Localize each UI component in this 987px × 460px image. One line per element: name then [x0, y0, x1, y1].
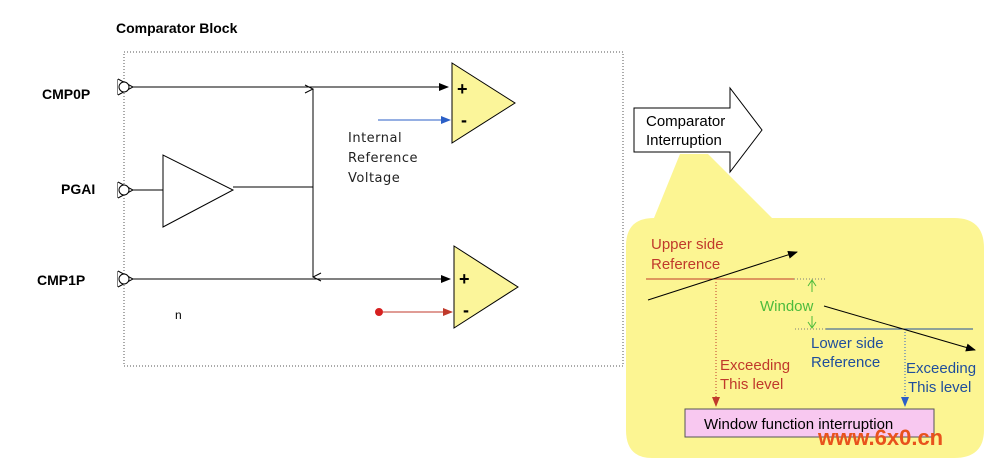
internal-reference-line-3: Voltage [348, 171, 400, 186]
pin-pgai-icon [117, 181, 135, 199]
comparator-interruption-arrow [633, 86, 763, 174]
window-interruption-label: Window function interruption [704, 416, 893, 433]
interruption-line-2: Interruption [646, 132, 722, 149]
lower-ref-line-1: Lower side [811, 335, 884, 352]
window-label: Window [760, 298, 814, 315]
pin-cmp1p-icon [117, 270, 135, 288]
red-reference-dot-icon [375, 308, 383, 316]
block-title: Comparator Block [116, 20, 238, 36]
internal-reference-line-1: Internal [348, 131, 402, 146]
exceed-right-line-2: This level [908, 379, 971, 396]
upper-comparator [451, 62, 516, 144]
upper-ref-line-2: Reference [651, 256, 720, 273]
falling-signal-arrow [823, 305, 976, 352]
rising-signal-arrow [647, 250, 798, 301]
lower-comparator-minus: - [463, 300, 469, 320]
internal-reference-line-2: Reference [348, 151, 418, 166]
lower-comparator [453, 245, 519, 329]
exceed-right-line-1: Exceeding [906, 360, 976, 377]
lower-ref-line-2: Reference [811, 354, 880, 371]
lower-comparator-plus: + [459, 269, 470, 289]
pin-label-pgai: PGAI [61, 181, 95, 197]
upper-comparator-minus: - [461, 110, 467, 130]
pin-label-cmp0p: CMP0P [42, 86, 90, 102]
comparator-block-boundary [123, 51, 624, 367]
upper-comparator-plus: + [457, 79, 468, 99]
wire-pga-out-down [233, 186, 313, 277]
pin-label-cmp1p: CMP1P [37, 272, 85, 288]
pin-cmp0p-icon [117, 78, 135, 96]
pga-amplifier [162, 154, 235, 228]
interruption-line-1: Comparator [646, 113, 725, 130]
exceed-left-line-1: Exceeding [720, 357, 790, 374]
upper-ref-line-1: Upper side [651, 236, 724, 253]
stray-char: n [175, 308, 182, 322]
window-interruption-box [684, 408, 935, 438]
exceed-left-line-2: This level [720, 376, 783, 393]
watermark: www.6x0.cn [817, 425, 943, 450]
